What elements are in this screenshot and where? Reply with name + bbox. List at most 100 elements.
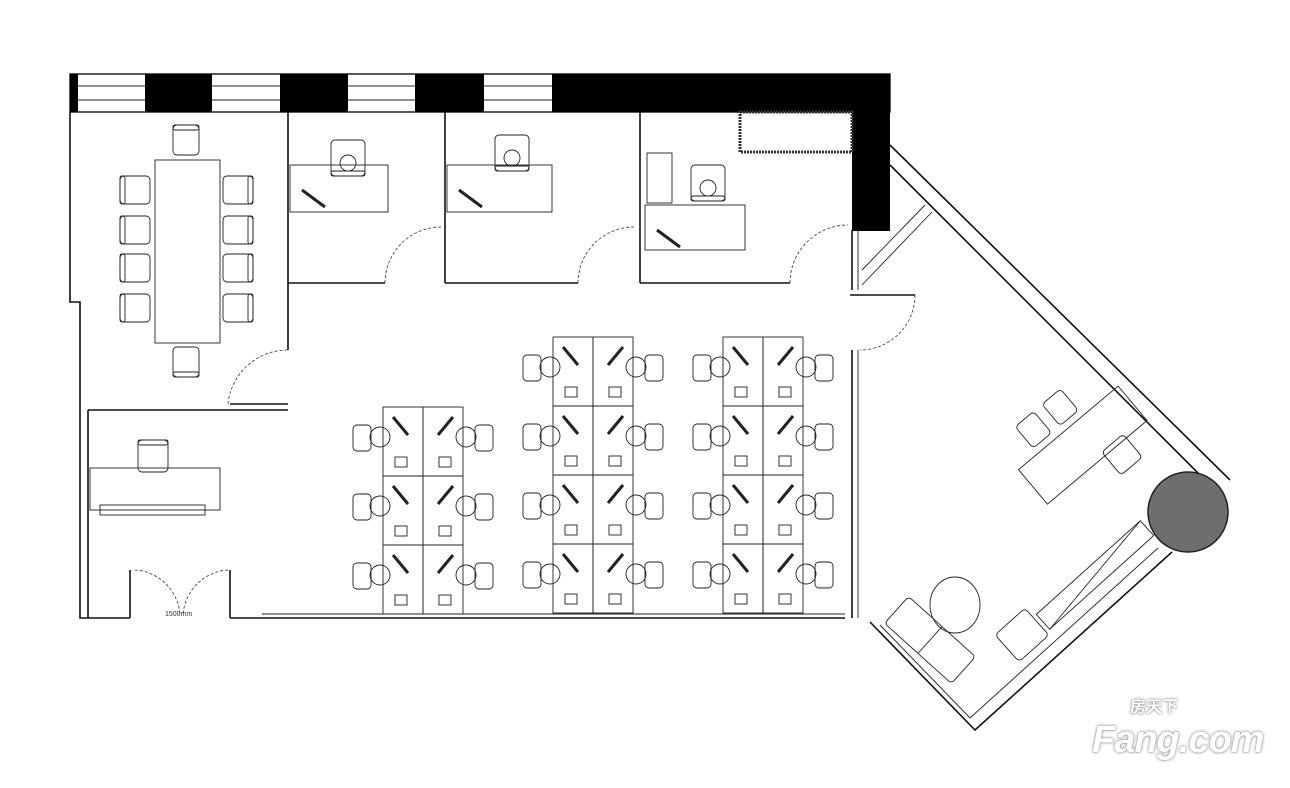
chair (692, 561, 712, 589)
person (625, 494, 647, 516)
chair (644, 354, 664, 382)
cpu (778, 386, 792, 398)
workstation (592, 474, 664, 545)
chair (222, 253, 254, 283)
person (339, 154, 357, 172)
chair (814, 561, 834, 589)
cpu (564, 386, 578, 398)
person (699, 179, 717, 197)
chair-seat (119, 293, 151, 323)
chair-back (137, 439, 169, 446)
person (455, 564, 477, 586)
office-desk (289, 164, 389, 213)
watermark-chinese: 房天下 (1130, 699, 1179, 716)
chair (522, 423, 542, 451)
chair-seat (119, 253, 151, 283)
chair (172, 346, 200, 378)
cpu (734, 524, 748, 536)
person (455, 495, 477, 517)
credenza (99, 504, 206, 516)
cpu (608, 386, 622, 398)
office-desk (446, 164, 553, 213)
workstation (762, 543, 834, 614)
workstation (762, 405, 834, 476)
chair-seat (172, 346, 200, 378)
person (795, 563, 817, 585)
desk (592, 543, 634, 614)
chair-back (172, 371, 200, 378)
chair (474, 562, 494, 590)
person (709, 494, 731, 516)
cpu (778, 455, 792, 467)
person (709, 563, 731, 585)
desk (762, 543, 804, 614)
monitor (776, 415, 795, 435)
chair (172, 124, 200, 156)
chair-seat (222, 253, 254, 283)
cpu (778, 524, 792, 536)
monitor (606, 346, 625, 366)
doors (129, 224, 916, 618)
chair (692, 423, 712, 451)
exterior-walls (69, 73, 1231, 732)
armchair-frame (996, 609, 1048, 661)
workstation (692, 543, 764, 614)
monitor (391, 416, 410, 436)
cpu (608, 524, 622, 536)
chair (814, 354, 834, 382)
chair-back (690, 195, 726, 202)
person (369, 426, 391, 448)
workstation (522, 474, 594, 545)
desk (422, 544, 464, 615)
chair-back (172, 124, 200, 131)
person (539, 425, 561, 447)
door-width-dimension: 1500mm (165, 611, 193, 618)
watermark-logo: 房天下 Fang.com (1092, 700, 1282, 780)
monitor (391, 554, 410, 574)
conference-table (154, 159, 221, 344)
cpu (394, 456, 408, 468)
monitor (436, 416, 455, 436)
desk (1017, 385, 1148, 505)
monitor (606, 553, 625, 573)
chair (644, 492, 664, 520)
chair-back (247, 293, 254, 323)
chair (137, 439, 169, 473)
workstation (522, 405, 594, 476)
chair (692, 354, 712, 382)
monitor (731, 415, 750, 435)
cpu (438, 456, 452, 468)
person (625, 563, 647, 585)
sofa (885, 597, 975, 683)
chair (644, 423, 664, 451)
interior-partitions (87, 112, 915, 618)
workstation (522, 543, 594, 614)
monitor (776, 553, 795, 573)
chair-back (119, 253, 126, 283)
monitor (731, 346, 750, 366)
cpu (608, 455, 622, 467)
cpu (564, 593, 578, 605)
person (795, 494, 817, 516)
watermark-brand: Fang.com (1092, 719, 1264, 761)
person (369, 564, 391, 586)
person (795, 425, 817, 447)
monitor (776, 346, 795, 366)
chair (119, 293, 151, 323)
chair (352, 562, 372, 590)
chair (644, 561, 664, 589)
cpu (734, 593, 748, 605)
corner-office-furniture (1016, 385, 1148, 505)
office-desk (644, 204, 746, 251)
chair (1102, 435, 1142, 474)
chair-seat (172, 124, 200, 156)
armchair (996, 609, 1048, 661)
chair (474, 493, 494, 521)
cabinet-diag (1049, 520, 1141, 630)
chair (222, 175, 254, 205)
person (625, 356, 647, 378)
sofa-seam (917, 626, 943, 654)
workstation (592, 336, 664, 407)
cpu (394, 525, 408, 537)
